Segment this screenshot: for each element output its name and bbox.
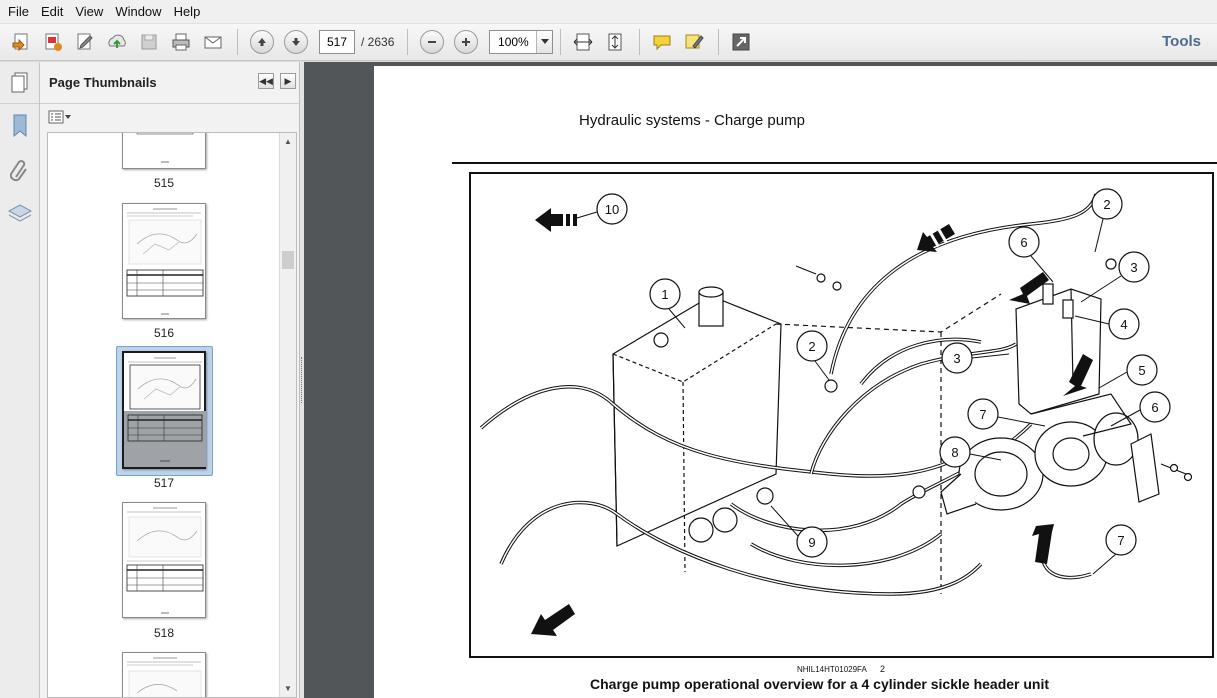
document-page: Hydraulic systems - Charge pump bbox=[374, 66, 1217, 698]
menu-bar: File Edit View Window Help bbox=[0, 0, 1217, 24]
chevron-down-icon[interactable] bbox=[536, 31, 553, 53]
figure-code: NHIL14HT01029FA bbox=[797, 665, 867, 674]
pages-icon bbox=[11, 72, 27, 92]
page-heading: Hydraulic systems - Charge pump bbox=[579, 112, 805, 129]
layers-icon[interactable] bbox=[0, 192, 39, 236]
menu-file[interactable]: File bbox=[8, 3, 29, 19]
menu-help[interactable]: Help bbox=[173, 3, 201, 19]
prev-page-icon[interactable] bbox=[250, 30, 274, 54]
thumbnail-page-515[interactable] bbox=[122, 133, 206, 169]
options-list-icon bbox=[48, 110, 71, 124]
toolbar: / 2636 Tools bbox=[0, 24, 1217, 61]
callout-label: 7 bbox=[1117, 533, 1124, 548]
menu-edit[interactable]: Edit bbox=[40, 3, 64, 19]
next-page-icon[interactable] bbox=[284, 30, 308, 54]
zoom-out-icon[interactable] bbox=[420, 30, 445, 54]
splitter-grip bbox=[301, 357, 303, 403]
toolbar-separator bbox=[237, 29, 238, 55]
highlight-icon[interactable] bbox=[679, 28, 708, 57]
page-number-input[interactable] bbox=[319, 30, 355, 54]
upload-icon[interactable] bbox=[102, 28, 131, 57]
email-icon[interactable] bbox=[198, 28, 227, 57]
scroll-up-icon[interactable]: ▲ bbox=[284, 137, 292, 146]
thumbnail-label: 518 bbox=[153, 626, 175, 640]
sign-icon[interactable] bbox=[70, 28, 99, 57]
comment-icon[interactable] bbox=[647, 28, 676, 57]
document-viewport[interactable]: Hydraulic systems - Charge pump bbox=[304, 62, 1217, 698]
create-icon[interactable] bbox=[6, 28, 35, 57]
toolbar-separator bbox=[560, 29, 562, 55]
toolbar-separator bbox=[407, 29, 409, 55]
collapse-panel-icon[interactable]: ◀◀ bbox=[258, 73, 274, 89]
bookmarks-icon[interactable] bbox=[0, 104, 39, 148]
heading-rule bbox=[452, 162, 1217, 164]
callout-label: 5 bbox=[1138, 363, 1145, 378]
thumbnail-label: 516 bbox=[153, 326, 175, 340]
scrollbar-thumb[interactable] bbox=[282, 251, 294, 269]
figure-caption: Charge pump operational overview for a 4… bbox=[590, 676, 1050, 692]
toolbar-separator bbox=[639, 29, 641, 55]
menu-window[interactable]: Window bbox=[115, 3, 162, 19]
expand-panel-icon[interactable]: ▶ bbox=[280, 73, 296, 89]
callout-label: 8 bbox=[951, 445, 958, 460]
tools-button[interactable]: Tools bbox=[1162, 33, 1201, 50]
callout-label: 6 bbox=[1151, 400, 1158, 415]
callout-label: 1 bbox=[661, 287, 668, 302]
callout-label: 4 bbox=[1120, 317, 1127, 332]
scroll-down-icon[interactable]: ▼ bbox=[284, 684, 292, 693]
fullscreen-icon[interactable] bbox=[726, 28, 755, 57]
figure-number: 2 bbox=[880, 664, 886, 674]
zoom-select[interactable] bbox=[489, 30, 554, 54]
zoom-in-icon[interactable] bbox=[454, 30, 479, 54]
callout-label: 10 bbox=[605, 202, 619, 217]
zoom-input[interactable] bbox=[490, 31, 537, 53]
page-total: / 2636 bbox=[361, 35, 395, 49]
thumbnails-panel: Page Thumbnails ◀◀ ▶ 515 bbox=[40, 62, 300, 698]
thumbnail-page-517[interactable] bbox=[122, 351, 206, 469]
menu-view[interactable]: View bbox=[75, 3, 104, 19]
print-icon[interactable] bbox=[166, 28, 195, 57]
attachments-icon[interactable] bbox=[0, 148, 39, 192]
fit-width-icon[interactable] bbox=[568, 28, 597, 57]
callout-label: 3 bbox=[953, 351, 960, 366]
thumbnails-header: Page Thumbnails bbox=[40, 62, 299, 104]
panel-title: Page Thumbnails bbox=[49, 75, 157, 90]
thumbnail-scrollbar[interactable]: ▲ ▼ bbox=[279, 133, 296, 697]
thumbnail-label: 517 bbox=[153, 476, 175, 490]
callout-label: 2 bbox=[808, 339, 815, 354]
thumbnail-page-next[interactable] bbox=[122, 652, 206, 697]
toolbar-separator bbox=[718, 29, 720, 55]
thumbnail-page-518[interactable] bbox=[122, 502, 206, 618]
panel-splitter[interactable] bbox=[300, 62, 304, 698]
callout-label: 2 bbox=[1103, 197, 1110, 212]
thumbnail-list[interactable]: 515 516 bbox=[47, 132, 297, 698]
thumbnail-options-button[interactable] bbox=[48, 110, 72, 124]
thumbnail-label: 515 bbox=[153, 176, 175, 190]
callout-circle bbox=[596, 193, 628, 225]
hydraulic-diagram: 10 2 6 3 1 4 2 3 5 7 6 8 9 7 bbox=[479, 188, 1193, 636]
thumbnail-page-516[interactable] bbox=[122, 203, 206, 319]
callout-label: 3 bbox=[1130, 260, 1137, 275]
callout-label: 7 bbox=[979, 407, 986, 422]
callout-label: 9 bbox=[808, 535, 815, 550]
page-thumbnails-toggle[interactable] bbox=[0, 62, 39, 104]
export-pdf-icon[interactable] bbox=[38, 28, 67, 57]
save-icon[interactable] bbox=[134, 28, 163, 57]
navigation-rail bbox=[0, 62, 40, 698]
callout-label: 6 bbox=[1020, 235, 1027, 250]
figure-frame: 10 2 6 3 1 4 2 3 5 7 6 8 9 7 bbox=[469, 172, 1214, 658]
fit-page-icon[interactable] bbox=[600, 28, 629, 57]
